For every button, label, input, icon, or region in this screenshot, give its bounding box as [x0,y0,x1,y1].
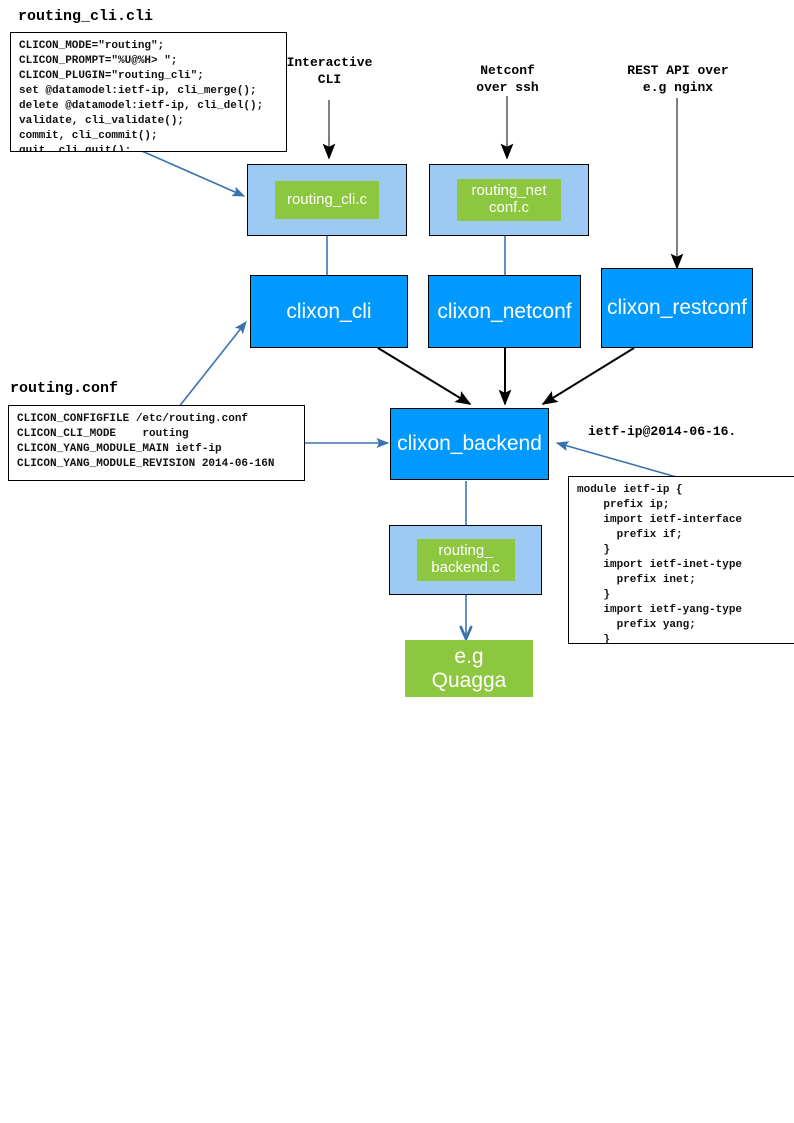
backend-plugin-container: routing_ backend.c [389,525,542,595]
cli-plugin-container: routing_cli.c [247,164,407,236]
backend-plugin-box[interactable]: routing_ backend.c [416,539,515,581]
label-yang-revision: ietf-ip@2014-06-16. [588,424,737,439]
yang-module-box: module ietf-ip { prefix ip; import ietf-… [568,476,794,644]
cli-plugin-box[interactable]: routing_cli.c [275,181,379,219]
netconf-plugin-box[interactable]: routing_net conf.c [457,179,561,221]
process-clixon-backend[interactable]: clixon_backend [390,408,549,480]
arrow-conf-to-clixon-cli [177,320,247,409]
arrow-cli-spec-to-cli-plugin-box [134,147,246,197]
netconf-plugin-container: routing_net conf.c [429,164,589,236]
label-rest-api: REST API over e.g nginx [627,63,729,95]
conf-spec-title: routing.conf [10,380,119,397]
label-netconf-over-ssh: Netconf over ssh [476,63,539,95]
arrow-clixon-cli-to-backend [377,347,472,405]
process-clixon-restconf[interactable]: clixon_restconf [601,268,753,348]
arrow-yang-to-clixon-backend [555,441,681,479]
cli-spec-box: CLICON_MODE="routing"; CLICON_PROMPT="%U… [10,32,287,152]
arrow-clixon-restconf-to-backend [541,347,635,405]
cli-spec-title: routing_cli.cli [18,8,154,25]
process-clixon-netconf[interactable]: clixon_netconf [428,275,581,348]
label-interactive-cli: Interactive CLI [286,55,373,87]
process-clixon-cli[interactable]: clixon_cli [250,275,408,348]
external-quagga-box[interactable]: e.g Quagga [405,640,533,697]
conf-spec-box: CLICON_CONFIGFILE /etc/routing.conf CLIC… [8,405,305,481]
